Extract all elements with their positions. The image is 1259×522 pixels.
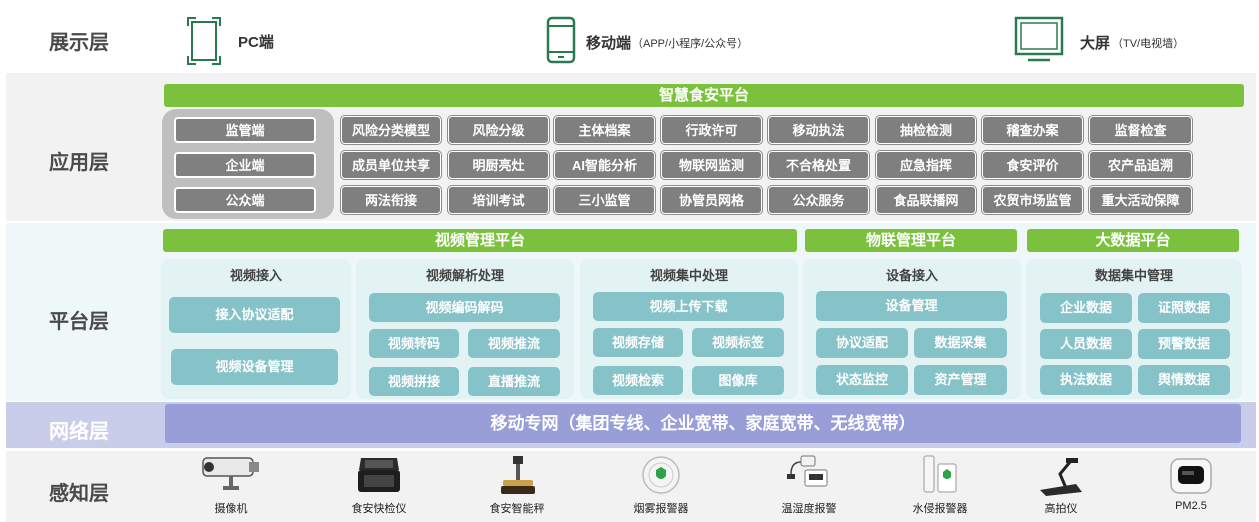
network-layer-label: 网络层: [49, 421, 109, 443]
mobile-private-network-bar: 移动专网（集团专线、企业宽带、家庭宽带、无线宽带）: [165, 404, 1241, 443]
client-public-button[interactable]: 公众端: [174, 187, 316, 213]
device-pm25-sensor-label: PM2.5: [1175, 500, 1207, 512]
water-leak-sensor-icon: [923, 455, 957, 493]
app-module-public-service[interactable]: 公众服务: [768, 186, 869, 214]
app-module-food-safety-evaluation[interactable]: 食安评价: [982, 151, 1083, 179]
client-regulator-button[interactable]: 监管端: [174, 117, 316, 143]
device-management-item[interactable]: 设备管理: [816, 291, 1007, 321]
app-module-agri-product-traceability[interactable]: 农产品追溯: [1089, 151, 1192, 179]
client-enterprise-button[interactable]: 企业端: [174, 152, 316, 178]
application-layer-label: 应用层: [49, 152, 109, 174]
video-central-title: 视频集中处理: [649, 268, 728, 283]
protocol-adapter-item[interactable]: 协议适配: [816, 328, 908, 358]
bigscreen-subtitle: （TV/电视墙）: [1112, 38, 1185, 50]
pc-frame-icon: [187, 17, 221, 65]
mobile-phone-icon: [546, 16, 576, 64]
video-push-stream-item[interactable]: 视频推流: [468, 329, 560, 358]
mobile-subtitle: （APP/小程序/公众号）: [632, 38, 749, 50]
document-camera-icon: [1040, 458, 1082, 496]
personnel-data-item[interactable]: 人员数据: [1040, 329, 1132, 359]
app-module-member-unit-sharing[interactable]: 成员单位共享: [341, 151, 441, 179]
enforcement-data-item[interactable]: 执法数据: [1040, 365, 1132, 395]
video-device-management-item[interactable]: 视频设备管理: [171, 349, 338, 385]
app-module-assistant-grid[interactable]: 协管员网格: [661, 186, 762, 214]
app-module-risk-grading[interactable]: 风险分级: [448, 116, 549, 144]
app-module-open-kitchen[interactable]: 明厨亮灶: [448, 151, 549, 179]
public-opinion-data-item[interactable]: 舆情数据: [1138, 365, 1230, 395]
device-temp-humidity-alarm-label: 温湿度报警: [781, 503, 837, 515]
pc-title: PC端: [238, 34, 274, 51]
display-layer-label: 展示层: [49, 32, 109, 54]
device-access-panel: 设备接入 设备管理 协议适配 数据采集 状态监控 资产管理: [803, 259, 1021, 399]
app-module-supervision-inspection[interactable]: 监督检查: [1089, 116, 1192, 144]
video-storage-item[interactable]: 视频存储: [593, 328, 683, 357]
camera-icon: [202, 457, 259, 490]
video-access-title: 视频接入: [229, 268, 282, 283]
app-module-mobile-enforcement[interactable]: 移动执法: [768, 116, 869, 144]
video-transcode-item[interactable]: 视频转码: [369, 329, 459, 358]
app-module-iot-monitoring[interactable]: 物联网监测: [661, 151, 762, 179]
tv-screen-icon: [1014, 16, 1064, 62]
app-module-risk-classification-model[interactable]: 风险分类模型: [341, 116, 441, 144]
perception-layer-label: 感知层: [49, 483, 109, 505]
video-management-platform-bar: 视频管理平台: [163, 229, 797, 252]
video-access-panel: 视频接入 接入协议适配 视频设备管理: [161, 259, 351, 399]
data-central-panel: 数据集中管理 企业数据 证照数据 人员数据 预警数据 执法数据 舆情数据: [1026, 259, 1242, 399]
app-module-administrative-license[interactable]: 行政许可: [661, 116, 762, 144]
device-water-leak-alarm-label: 水侵报警器: [912, 503, 968, 515]
iot-management-platform-bar: 物联管理平台: [805, 229, 1017, 252]
device-camera-label: 摄像机: [214, 503, 248, 515]
mobile-terminal: 移动端 （APP/小程序/公众号）: [546, 16, 806, 66]
live-push-stream-item[interactable]: 直播推流: [468, 367, 560, 396]
enterprise-data-item[interactable]: 企业数据: [1040, 293, 1132, 323]
app-module-emergency-command[interactable]: 应急指挥: [876, 151, 976, 179]
smart-food-safety-platform-bar: 智慧食安平台: [164, 84, 1244, 107]
video-parse-title: 视频解析处理: [425, 268, 504, 283]
device-smart-scale-label: 食安智能秤: [489, 503, 545, 515]
app-module-farmers-market-supervision[interactable]: 农贸市场监管: [982, 186, 1083, 214]
video-central-panel: 视频集中处理 视频上传下载 视频存储 视频标签 视频检索 图像库: [580, 259, 798, 399]
device-access-title: 设备接入: [885, 268, 938, 283]
device-smoke-alarm-label: 烟雾报警器: [633, 503, 689, 515]
data-collection-item[interactable]: 数据采集: [914, 328, 1007, 358]
data-central-title: 数据集中管理: [1094, 268, 1173, 283]
image-library-item[interactable]: 图像库: [692, 366, 784, 395]
app-module-entity-archive[interactable]: 主体档案: [554, 116, 655, 144]
app-module-nonconformity-disposal[interactable]: 不合格处置: [768, 151, 869, 179]
video-upload-download-item[interactable]: 视频上传下载: [593, 292, 784, 321]
app-module-major-event-support[interactable]: 重大活动保障: [1089, 186, 1192, 214]
video-parse-panel: 视频解析处理 视频编码解码 视频转码 视频推流 视频拼接 直播推流: [356, 259, 574, 399]
temp-humidity-sensor-icon: [787, 455, 828, 487]
video-stitch-item[interactable]: 视频拼接: [369, 367, 459, 396]
app-module-two-law-connection[interactable]: 两法衔接: [341, 186, 441, 214]
pm25-sensor-icon: [1170, 458, 1212, 494]
app-module-three-small-supervision[interactable]: 三小监管: [554, 186, 655, 214]
bigscreen-title: 大屏: [1080, 35, 1111, 52]
client-group: 监管端 企业端 公众端: [162, 109, 334, 219]
mobile-title: 移动端: [586, 35, 632, 52]
device-rapid-test-kit-label: 食安快检仪: [351, 503, 407, 515]
app-module-sampling-inspection[interactable]: 抽检检测: [876, 116, 976, 144]
license-data-item[interactable]: 证照数据: [1138, 293, 1230, 323]
app-module-investigation-case[interactable]: 稽查办案: [982, 116, 1083, 144]
app-module-ai-smart-analysis[interactable]: AI智能分析: [554, 151, 655, 179]
app-module-training-exam[interactable]: 培训考试: [448, 186, 549, 214]
smart-scale-icon: [501, 456, 535, 494]
video-search-item[interactable]: 视频检索: [593, 366, 683, 395]
video-codec-item[interactable]: 视频编码解码: [369, 293, 560, 322]
display-layer-band: [6, 0, 1256, 70]
app-module-food-broadcast-network[interactable]: 食品联播网: [876, 186, 976, 214]
platform-layer-label: 平台层: [49, 311, 109, 333]
video-tag-item[interactable]: 视频标签: [692, 328, 784, 357]
warning-data-item[interactable]: 预警数据: [1138, 329, 1230, 359]
device-document-camera-label: 高拍仪: [1044, 503, 1078, 515]
smoke-alarm-icon: [642, 456, 680, 494]
test-kit-case-icon: [358, 458, 400, 492]
asset-management-item[interactable]: 资产管理: [914, 365, 1007, 395]
status-monitoring-item[interactable]: 状态监控: [816, 365, 908, 395]
pc-terminal: PC端: [186, 14, 326, 66]
bigdata-platform-bar: 大数据平台: [1027, 229, 1239, 252]
bigscreen-terminal: 大屏 （TV/电视墙）: [1014, 16, 1234, 66]
access-protocol-adapter-item[interactable]: 接入协议适配: [169, 297, 340, 333]
